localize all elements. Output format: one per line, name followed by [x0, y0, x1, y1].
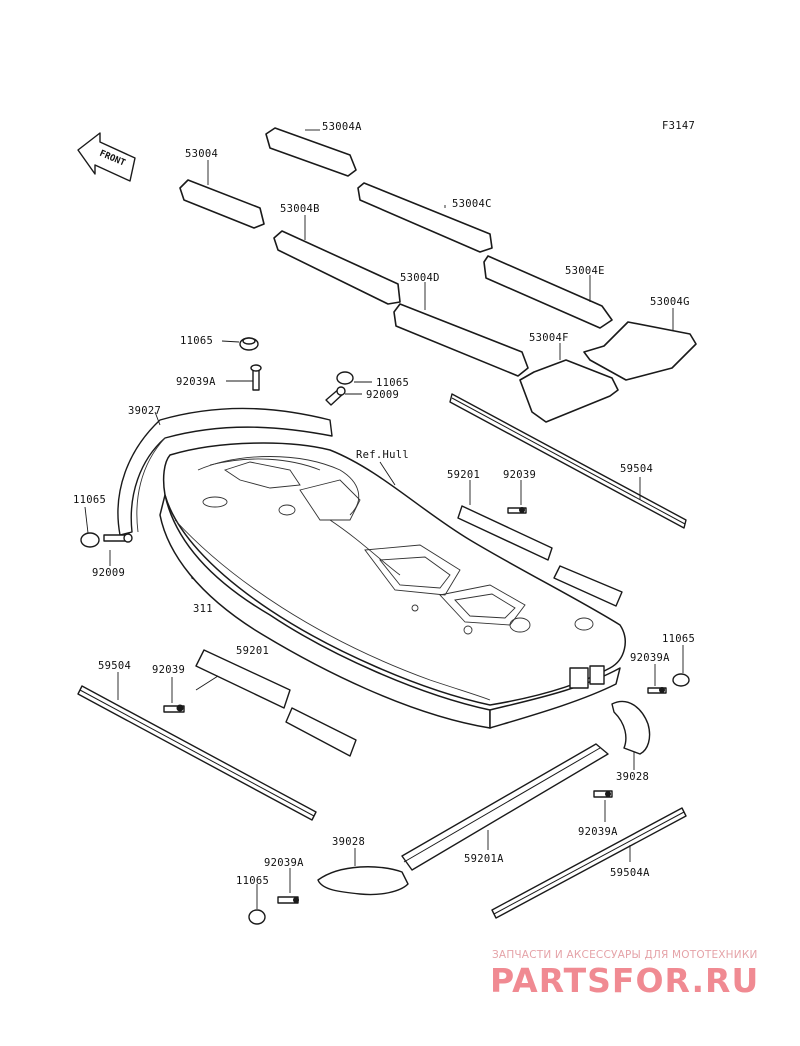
mat-53004B	[273, 215, 401, 305]
cap-nut-11065-left	[80, 506, 100, 548]
label-92039-left: 92039	[152, 664, 185, 676]
trim-59201-right	[457, 480, 623, 607]
front-arrow-icon: FRONT	[77, 132, 136, 182]
label-11065-top: 11065	[180, 335, 213, 347]
mat-53004A	[265, 127, 357, 177]
label-59201A: 59201A	[464, 853, 504, 865]
label-53004A: 53004A	[322, 121, 362, 133]
label-53004D: 53004D	[400, 272, 440, 284]
label-11065-left: 11065	[73, 494, 106, 506]
bumper-39027	[117, 407, 333, 536]
label-53004B: 53004B	[280, 203, 320, 215]
figure-code: F3147	[662, 120, 695, 132]
label-59504-left: 59504	[98, 660, 131, 672]
label-53004G: 53004G	[650, 296, 690, 308]
watermark-subtitle: ЗАПЧАСТИ И АКСЕССУАРЫ ДЛЯ МОТОТЕХНИКИ	[492, 949, 758, 961]
label-92039A-bottom: 92039A	[264, 857, 304, 869]
rivet-92039A-lowright	[593, 790, 613, 822]
cap-nut-11065-mid	[336, 371, 372, 385]
bumper-39028-bottom	[317, 848, 409, 896]
bolt-92009-mid	[325, 386, 362, 406]
label-53004C: 53004C	[452, 198, 492, 210]
rail-59504A	[491, 807, 687, 919]
label-39028-bottom: 39028	[332, 836, 365, 848]
trim-59201A	[401, 743, 609, 871]
rail-59504-right	[449, 393, 687, 529]
rivet-92039-left	[163, 677, 185, 713]
bolt-92009-left	[103, 533, 133, 566]
rivet-92039-right	[507, 480, 527, 514]
mat-53004F	[519, 343, 619, 423]
cap-nut-11065-right	[672, 645, 690, 687]
label-92039A-top: 92039A	[176, 376, 216, 388]
mat-53004	[179, 160, 265, 229]
label-59201-left: 59201	[236, 645, 269, 657]
hull	[159, 442, 626, 729]
cap-nut-11065-top	[221, 337, 259, 351]
trim-59201-left	[195, 649, 357, 757]
label-11065-right: 11065	[662, 633, 695, 645]
mat-53004E	[483, 255, 613, 329]
label-53004: 53004	[185, 148, 218, 160]
label-11065-mid: 11065	[376, 377, 409, 389]
label-92009-mid: 92009	[366, 389, 399, 401]
mat-53004C	[357, 182, 493, 253]
label-92009-left: 92009	[92, 567, 125, 579]
rivet-92039A-bottom	[277, 868, 299, 904]
label-92039A-lowright: 92039A	[578, 826, 618, 838]
label-92039A-right: 92039A	[630, 652, 670, 664]
mat-53004D	[393, 282, 529, 377]
cap-nut-11065-bottom	[248, 884, 266, 925]
label-11065-bottom: 11065	[236, 875, 269, 887]
label-59201-right: 59201	[447, 469, 480, 481]
mat-53004G	[583, 308, 697, 381]
label-53004F: 53004F	[529, 332, 569, 344]
label-39027: 39027	[128, 405, 161, 417]
label-53004E: 53004E	[565, 265, 605, 277]
label-39028-right: 39028	[616, 771, 649, 783]
label-311: 311	[193, 603, 213, 615]
label-59504-right: 59504	[620, 463, 653, 475]
label-59504A: 59504A	[610, 867, 650, 879]
rail-59504-left	[77, 672, 317, 821]
bumper-39028-right	[611, 700, 651, 770]
rivet-92039A-right	[647, 664, 667, 694]
label-92039-right: 92039	[503, 469, 536, 481]
label-ref-hull: Ref.Hull	[356, 449, 409, 461]
watermark-logo: PARTSFOR.RU	[490, 961, 759, 1000]
rivet-92039A-top	[226, 364, 262, 391]
